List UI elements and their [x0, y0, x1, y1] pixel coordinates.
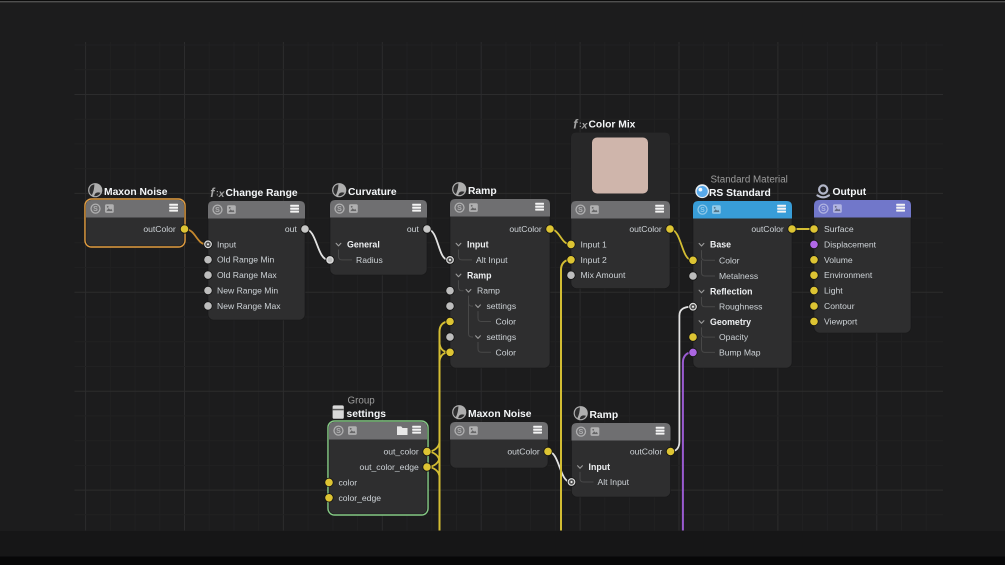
- svg-text:outColor: outColor: [630, 447, 663, 457]
- svg-text:S: S: [457, 428, 462, 435]
- svg-text:Surface: Surface: [824, 224, 854, 234]
- svg-text:Ramp: Ramp: [590, 410, 619, 421]
- svg-text:Change Range: Change Range: [226, 188, 298, 199]
- svg-text:Alt Input: Alt Input: [476, 255, 508, 265]
- svg-text:S: S: [821, 206, 826, 213]
- svg-text:Input: Input: [467, 240, 489, 250]
- svg-text:Environment: Environment: [824, 270, 873, 280]
- svg-text:Standard Material: Standard Material: [711, 175, 788, 186]
- svg-text:Color Mix: Color Mix: [589, 120, 636, 131]
- svg-text:Displacement: Displacement: [824, 239, 877, 249]
- svg-text:f: f: [573, 117, 579, 131]
- svg-text:S: S: [215, 207, 220, 214]
- svg-text:Old Range Min: Old Range Min: [217, 255, 275, 265]
- svg-text:Group: Group: [348, 396, 376, 407]
- svg-text:Curvature: Curvature: [348, 187, 397, 198]
- svg-text:Maxon Noise: Maxon Noise: [104, 187, 168, 198]
- svg-text:Base: Base: [710, 240, 731, 250]
- svg-text:settings: settings: [487, 332, 517, 342]
- svg-text::: :: [216, 189, 219, 198]
- svg-text:New Range Max: New Range Max: [217, 301, 281, 311]
- svg-text:outColor: outColor: [751, 224, 784, 234]
- svg-text:Color: Color: [719, 255, 740, 265]
- svg-text:S: S: [578, 207, 583, 214]
- svg-text:settings: settings: [347, 409, 387, 420]
- svg-text:S: S: [457, 205, 462, 212]
- svg-text:Input: Input: [589, 462, 611, 472]
- svg-text:Contour: Contour: [824, 301, 855, 311]
- svg-text:Roughness: Roughness: [719, 302, 762, 312]
- svg-text:Ramp: Ramp: [467, 270, 492, 280]
- svg-text:Ramp: Ramp: [468, 186, 497, 197]
- svg-text:color: color: [339, 477, 358, 487]
- svg-text:Color: Color: [496, 317, 517, 327]
- svg-text:outColor: outColor: [507, 446, 540, 456]
- svg-text:Opacity: Opacity: [719, 332, 749, 342]
- svg-text:Old Range Max: Old Range Max: [217, 270, 277, 280]
- svg-text:Light: Light: [824, 286, 843, 296]
- svg-text:Reflection: Reflection: [710, 286, 753, 296]
- svg-text:Alt Input: Alt Input: [598, 477, 630, 487]
- svg-text:Metalness: Metalness: [719, 271, 758, 281]
- svg-text:RS Standard: RS Standard: [709, 188, 771, 199]
- svg-text:Volume: Volume: [824, 255, 853, 265]
- svg-text:Input: Input: [217, 239, 237, 249]
- svg-text:outColor: outColor: [629, 224, 662, 234]
- svg-text:Color: Color: [496, 347, 517, 357]
- svg-text:out: out: [407, 224, 420, 234]
- svg-text:outColor: outColor: [509, 224, 542, 234]
- svg-text:Radius: Radius: [356, 255, 383, 265]
- svg-text:Mix Amount: Mix Amount: [581, 270, 627, 280]
- svg-text:S: S: [93, 206, 98, 213]
- svg-text::: :: [579, 120, 582, 129]
- svg-text:x: x: [218, 188, 226, 200]
- svg-text:S: S: [336, 428, 341, 435]
- svg-text:General: General: [347, 240, 380, 250]
- svg-text:outColor: outColor: [143, 224, 176, 234]
- svg-text:Geometry: Geometry: [710, 317, 751, 327]
- svg-text:Input 1: Input 1: [581, 239, 608, 249]
- svg-text:settings: settings: [487, 301, 517, 311]
- svg-text:S: S: [579, 429, 584, 436]
- svg-text:out: out: [285, 224, 298, 234]
- svg-text:S: S: [337, 206, 342, 213]
- svg-text:New Range Min: New Range Min: [217, 286, 278, 296]
- svg-text:Bump Map: Bump Map: [719, 347, 761, 357]
- svg-text:x: x: [581, 119, 589, 131]
- svg-text:out_color_edge: out_color_edge: [360, 462, 419, 472]
- svg-text:Viewport: Viewport: [824, 316, 858, 326]
- svg-text:Output: Output: [833, 187, 867, 198]
- svg-text:out_color: out_color: [383, 447, 418, 457]
- svg-text:Ramp: Ramp: [477, 286, 500, 296]
- svg-text:Input 2: Input 2: [581, 255, 608, 265]
- svg-text:S: S: [700, 207, 705, 214]
- svg-text:Maxon Noise: Maxon Noise: [468, 409, 532, 420]
- svg-text:f: f: [210, 186, 216, 200]
- svg-text:color_edge: color_edge: [339, 493, 382, 503]
